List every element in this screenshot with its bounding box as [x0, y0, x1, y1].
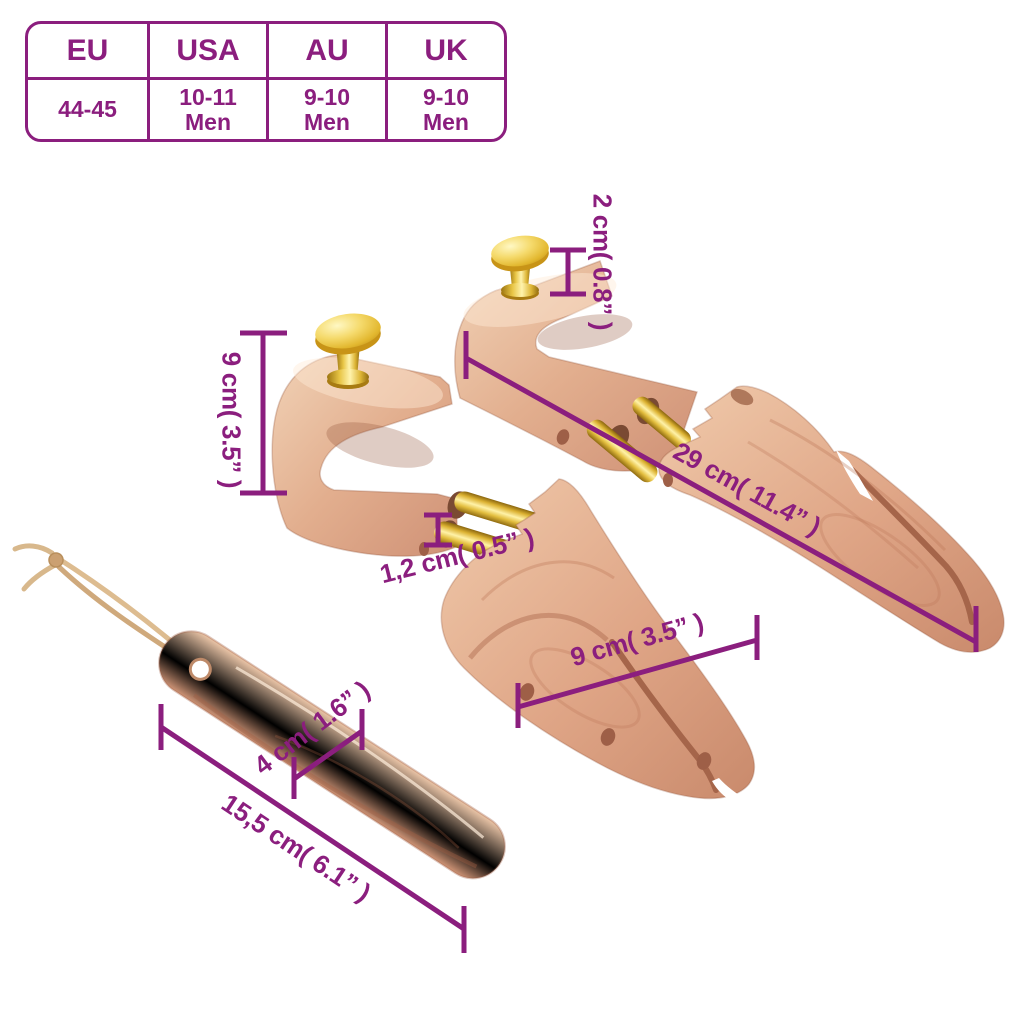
- dim-knob-height-line: [550, 247, 586, 297]
- size-table-header-eu: EU: [66, 33, 109, 67]
- horn-hole: [188, 657, 212, 681]
- dim-horn-width-line: [291, 709, 365, 799]
- dim-toe-length-line: [515, 615, 760, 728]
- dim-heel-height-line: [240, 330, 287, 496]
- dim-total-length-line: [463, 331, 979, 652]
- size-table-header-uk: UK: [385, 24, 504, 77]
- shoe-tree-left: [271, 313, 755, 802]
- dimension-label-knob-height: 2 cm( 0.8” ): [587, 193, 618, 331]
- size-table: EU USA AU UK 44-45 10-11 Men 9-10 Men 9-…: [25, 21, 507, 142]
- size-table-value-usa: 10-11 Men: [147, 77, 266, 139]
- dim-horn-length-line: [158, 704, 467, 953]
- dimension-label-heel-height: 9 cm( 3.5” ): [216, 351, 247, 489]
- size-table-header-usa: USA: [147, 24, 266, 77]
- dim-rod-diameter-line: [424, 512, 452, 548]
- size-table-value-uk: 9-10 Men: [385, 77, 504, 139]
- size-table-header-au: AU: [266, 24, 385, 77]
- size-table-value-au: 9-10 Men: [266, 77, 385, 139]
- shoe-tree-right: [454, 235, 1005, 653]
- size-table-value-eu: 44-45: [28, 77, 147, 139]
